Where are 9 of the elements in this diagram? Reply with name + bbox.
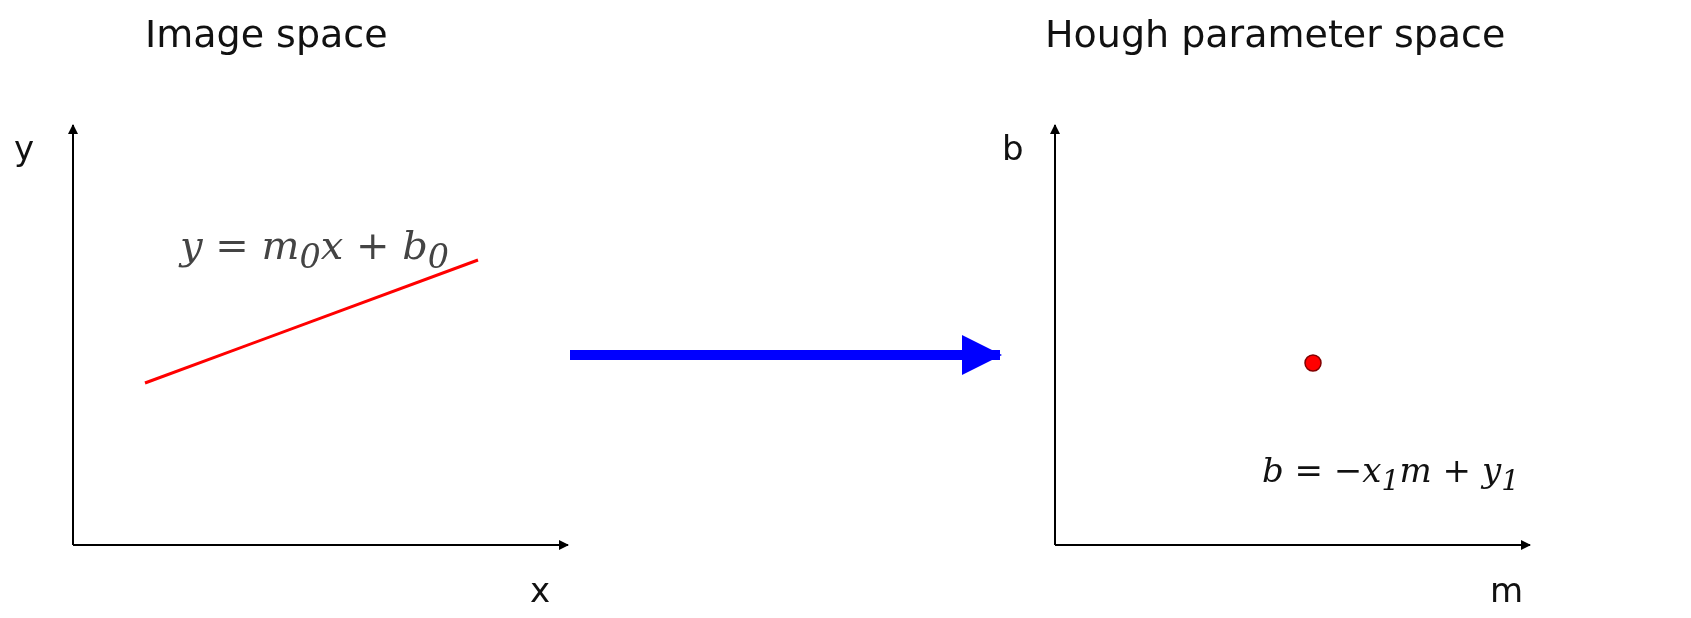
axis-label: x [530, 570, 551, 610]
axis-label: y [14, 128, 35, 168]
axis-label: m [1490, 570, 1524, 610]
equation: y = m$_{0}$x + b$_{0}$ [180, 222, 450, 276]
axis-label: b [1002, 128, 1024, 168]
panel-title: Image space [145, 12, 388, 56]
equation: b = −x$_{1}$m + y$_{1}$ [1262, 450, 1520, 497]
arrow [570, 335, 1002, 375]
panel-title: Hough parameter space [1045, 12, 1506, 56]
